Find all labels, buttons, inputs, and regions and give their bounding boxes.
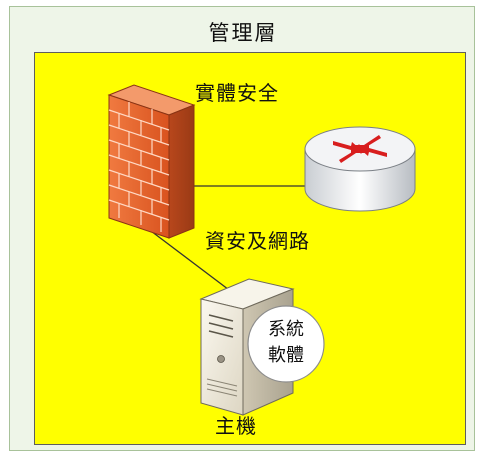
system-software-bubble bbox=[247, 305, 325, 383]
system-software-line2: 軟體 bbox=[268, 345, 304, 366]
host-label: 主機 bbox=[215, 414, 257, 438]
network-diagram bbox=[107, 84, 416, 416]
management-layer-title: 管理層 bbox=[208, 21, 278, 45]
system-software-text: 系統 軟體 bbox=[254, 317, 318, 369]
management-layer-box: 管理層 實體安全 bbox=[9, 6, 475, 451]
firewall-icon bbox=[107, 84, 196, 239]
physical-security-box: 實體安全 bbox=[34, 52, 466, 445]
system-software-line1: 系統 bbox=[268, 319, 304, 340]
router-icon bbox=[304, 126, 416, 212]
network-security-label: 資安及網路 bbox=[205, 229, 310, 253]
physical-security-label: 實體安全 bbox=[195, 81, 279, 105]
